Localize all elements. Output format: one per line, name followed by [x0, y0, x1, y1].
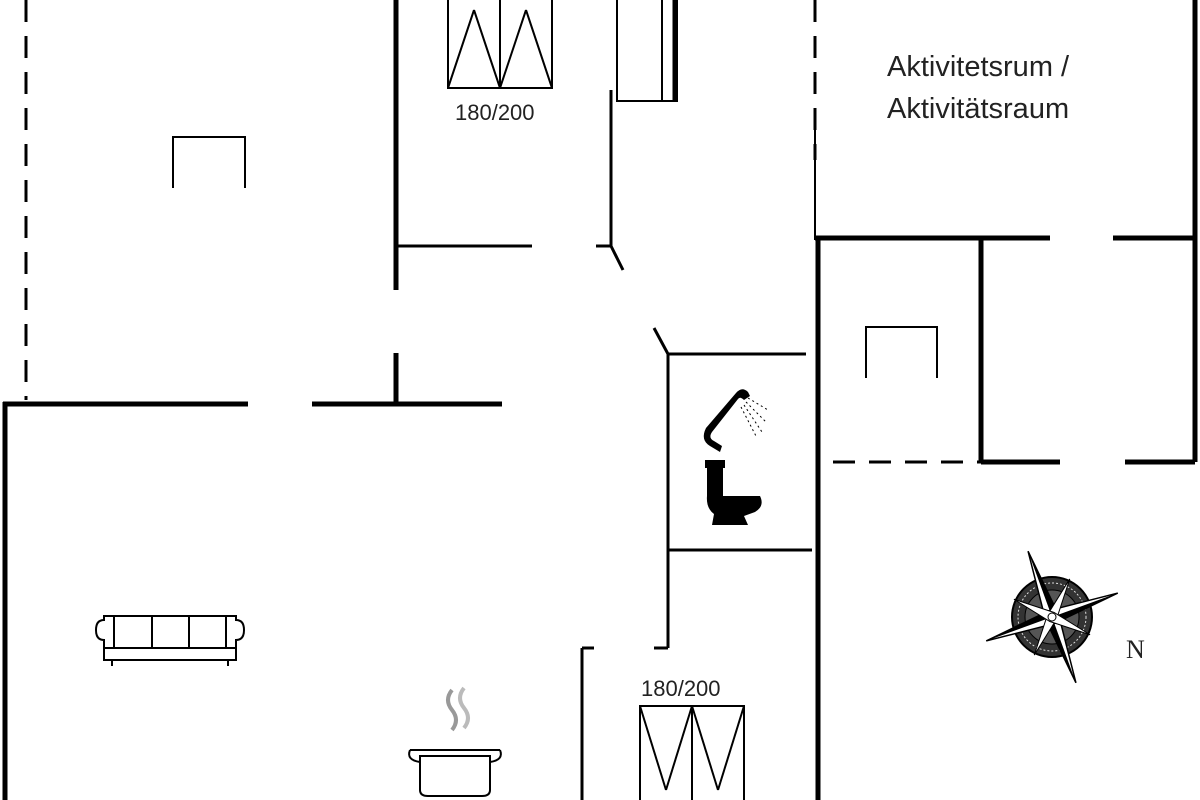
activity-room-label-line2: Aktivitätsraum	[887, 93, 1069, 125]
toilet-icon	[705, 460, 762, 525]
bottom-bed-size-label: 180/200	[641, 676, 721, 701]
top-double-bed	[447, 0, 553, 89]
table-upper-left	[172, 136, 246, 188]
shower-icon	[703, 389, 769, 452]
top-bed-size-label: 180/200	[455, 100, 535, 125]
activity-room-label-line1: Aktivitetsrum /	[887, 51, 1070, 83]
cooking-pot-icon	[408, 686, 502, 797]
table-hall	[865, 326, 938, 378]
bottom-double-bed	[639, 705, 745, 800]
compass-north-label: N	[1126, 635, 1145, 664]
wardrobe	[616, 0, 678, 102]
closet-door	[609, 245, 625, 271]
sofa-icon	[94, 615, 246, 666]
compass-rose-icon	[985, 550, 1119, 684]
bathroom-door	[652, 327, 670, 355]
